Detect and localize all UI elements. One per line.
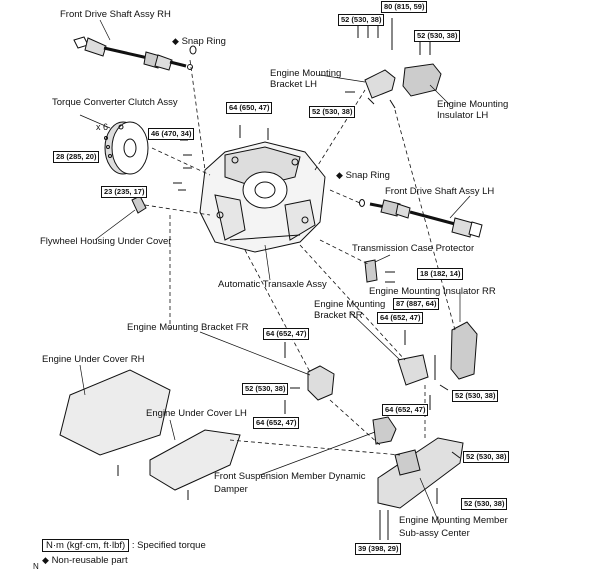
drive-shaft-rh-part: [73, 36, 193, 71]
diamond-icon: ◆: [42, 555, 49, 565]
engine-mount-bracket-rr-part: [397, 354, 429, 386]
corner-mark: N: [33, 562, 39, 571]
assembly-guide-lines: [144, 59, 456, 456]
torque-box: 80 (815, 59): [381, 1, 428, 13]
snap-ring-top-text: Snap Ring: [181, 36, 226, 47]
torque-box: 39 (398, 29): [355, 543, 402, 555]
torque-box: 87 (887, 64): [393, 298, 440, 310]
legend-unit-box: N·m (kgf·cm, ft·lbf): [42, 539, 130, 552]
diamond-icon: ◆: [172, 36, 179, 46]
torque-box: 28 (285, 20): [53, 151, 100, 163]
torque-box: 64 (652, 47): [382, 404, 429, 416]
torque-box: 18 (182, 14): [417, 268, 464, 280]
label-engine-under-cover-rh: Engine Under Cover RH: [42, 354, 145, 365]
torque-box: 64 (652, 47): [263, 328, 310, 340]
torque-box: 64 (652, 47): [253, 417, 300, 429]
label-front-drive-shaft-rh: Front Drive Shaft Assy RH: [60, 9, 171, 20]
diamond-icon: ◆: [336, 170, 343, 180]
torque-box: 52 (530, 38): [461, 498, 508, 510]
label-front-suspension-damper: Front Suspension Member Dynamic Damper: [214, 471, 366, 495]
label-engine-mounting-insulator-lh: Engine Mounting Insulator LH: [437, 99, 509, 121]
drive-shaft-lh-part: [369, 199, 483, 238]
transmission-case-protector-part: [364, 259, 378, 283]
label-flywheel-cover: Flywheel Housing Under Cover: [40, 236, 172, 247]
legend-unit-text: : Specified torque: [131, 540, 206, 551]
snap-ring-mid-text: Snap Ring: [345, 170, 390, 181]
label-engine-mounting-bracket-rr: Engine Mounting Bracket RR: [314, 299, 386, 321]
transaxle-part: [199, 141, 326, 253]
snap-ring-mid-part: [359, 199, 365, 207]
torque-box: 46 (470, 34): [148, 128, 195, 140]
torque-converter-part: [104, 121, 149, 175]
torque-box: 23 (235, 17): [101, 186, 148, 198]
torque-box: 52 (530, 38): [338, 14, 385, 26]
label-front-drive-shaft-lh: Front Drive Shaft Assy LH: [385, 186, 495, 197]
torque-box: 52 (530, 38): [309, 106, 356, 118]
engine-mount-bracket-fr-part: [307, 365, 335, 401]
engine-under-cover-lh-part: [149, 429, 241, 491]
engine-mount-insulator-rr-part: [450, 321, 478, 380]
label-engine-mounting-bracket-lh: Engine Mounting Bracket LH: [270, 68, 342, 90]
leader-lines: [79, 19, 471, 526]
torque-box: 52 (530, 38): [242, 383, 289, 395]
label-engine-under-cover-lh: Engine Under Cover LH: [146, 408, 247, 419]
legend-non-reusable-text: Non-reusable part: [51, 555, 128, 566]
legend-non-reusable: ◆ Non-reusable part: [42, 554, 128, 567]
label-transmission-case-protector: Transmission Case Protector: [352, 243, 475, 254]
label-engine-mounting-member: Engine Mounting Member Sub-assy Center: [399, 515, 508, 539]
label-engine-mounting-bracket-fr: Engine Mounting Bracket FR: [127, 322, 249, 333]
torque-box: 52 (530, 38): [452, 390, 499, 402]
label-x6: x 6: [96, 122, 109, 132]
torque-box: 52 (530, 38): [414, 30, 461, 42]
label-automatic-transaxle: Automatic Transaxle Assy: [218, 279, 327, 290]
engine-mount-insulator-lh-part: [389, 40, 442, 109]
label-snap-ring-top: ◆ Snap Ring: [172, 36, 226, 47]
legend-torque: N·m (kgf·cm, ft·lbf) : Specified torque: [42, 539, 206, 552]
torque-box: 52 (530, 38): [463, 451, 510, 463]
transaxle-bolts: [173, 125, 269, 191]
engine-mounting-member-part: [377, 437, 464, 509]
torque-box: 64 (650, 47): [226, 102, 273, 114]
torque-box: 64 (652, 47): [377, 312, 424, 324]
label-torque-converter: Torque Converter Clutch Assy: [52, 97, 178, 108]
label-engine-mounting-insulator-rr: Engine Mounting Insulator RR: [369, 286, 496, 297]
label-snap-ring-mid: ◆ Snap Ring: [336, 170, 390, 181]
engine-under-cover-rh-part: [59, 369, 171, 456]
snap-ring-top-part: [189, 45, 197, 55]
engine-mount-bracket-lh-part: [345, 18, 396, 105]
dynamic-damper-part: [372, 416, 397, 445]
